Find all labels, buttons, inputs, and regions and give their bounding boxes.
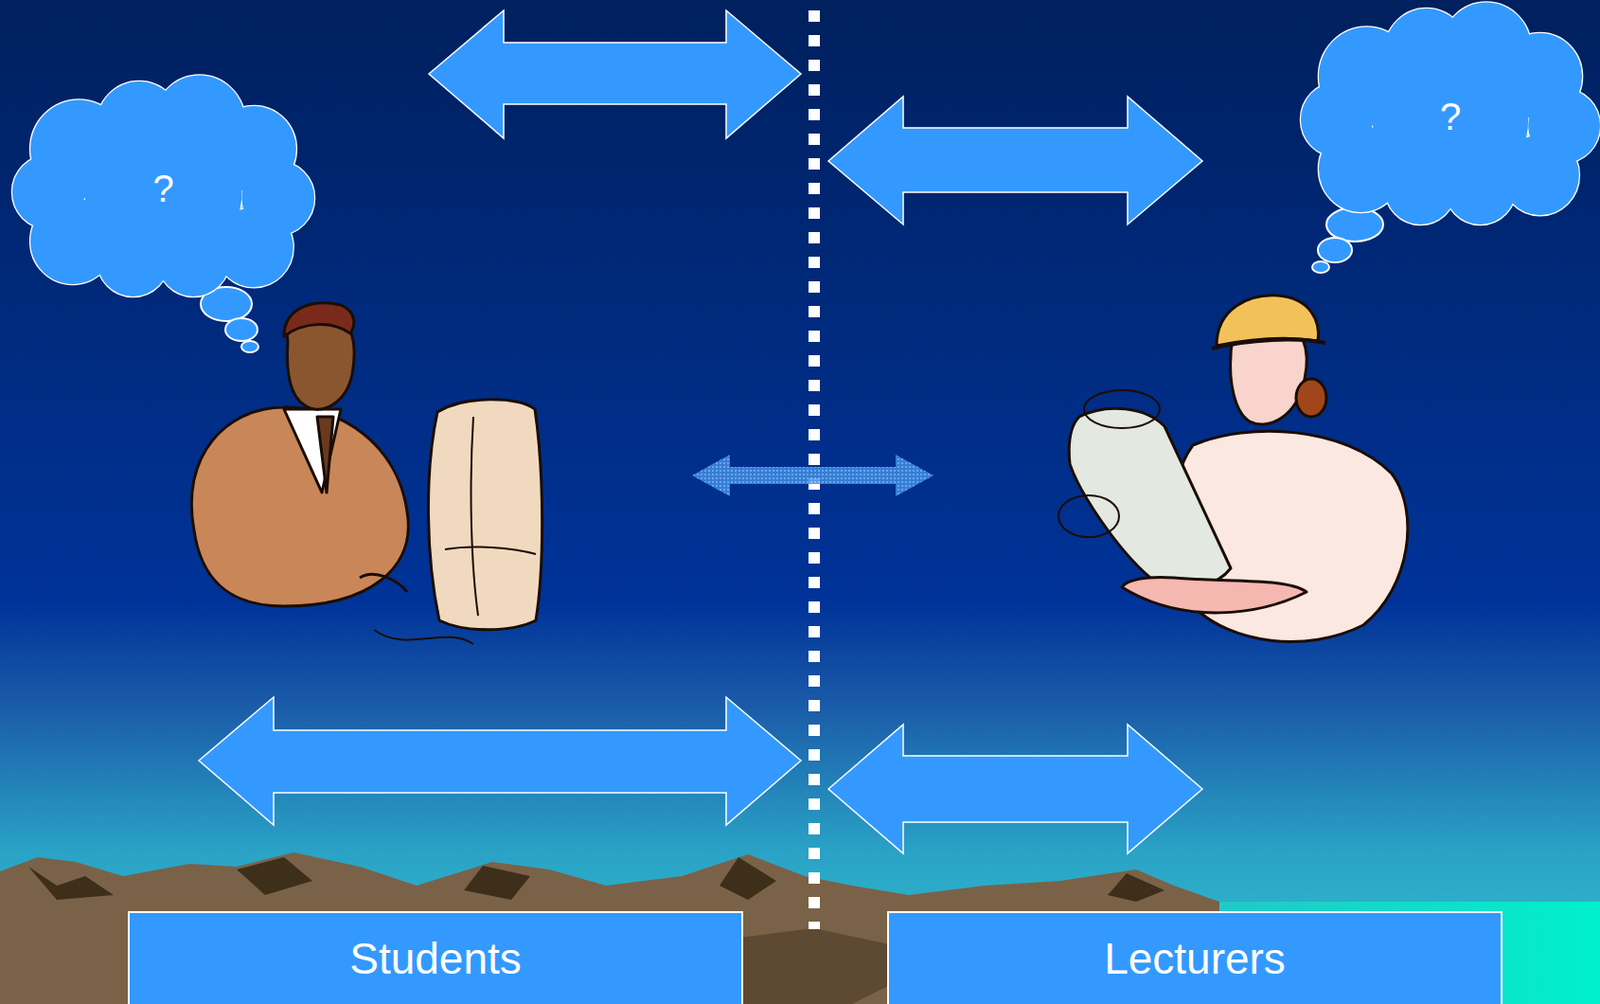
scroll-end [1058,495,1120,537]
student-figure [191,302,542,644]
thought-bubble [1317,237,1352,263]
cloud-lobe [85,111,243,272]
double-arrow [428,10,801,139]
group-box: Students [127,910,744,1004]
hand [359,573,408,592]
thought-bubbles [200,207,1384,353]
shirt [284,408,341,493]
thought-cloud: ? [1300,8,1600,225]
cable [373,629,474,644]
hair [284,302,355,337]
faint-double-arrow [692,454,934,497]
cloud-lobe [1372,39,1529,200]
cloud-lobe-edge [12,155,86,230]
group-label: Students [349,932,522,984]
cloud-lobe-edge [85,111,243,272]
mountain-shadow [28,856,1165,902]
cloud-lobe-edge [1372,39,1529,200]
thought-bubble [241,340,259,353]
question-mark: ? [152,167,174,211]
hard-hat [1216,295,1319,346]
group-label: Lecturers [1103,932,1286,984]
thought-cloud: ? [12,81,315,297]
cloud-lobe [1300,82,1373,157]
lecturer-figure [1058,295,1408,642]
thought-bubble [225,318,258,341]
arm [1121,576,1307,612]
computer-monitor [427,399,542,630]
jacket [191,407,409,606]
tie [317,416,334,493]
hair-bun [1296,378,1327,417]
double-arrow [198,696,801,825]
double-arrow [828,96,1203,225]
hat-brim [1211,339,1326,349]
question-mark: ? [1440,95,1461,139]
group-box: Lecturers [887,910,1503,1004]
cloud-lobe-edge [1300,82,1373,157]
thought-bubble [1312,261,1330,273]
scroll-end [1084,390,1160,428]
cloud-lobe [12,155,86,230]
double-arrow [828,724,1203,854]
rolled-plans [1068,408,1231,587]
monitor-detail [444,416,536,616]
